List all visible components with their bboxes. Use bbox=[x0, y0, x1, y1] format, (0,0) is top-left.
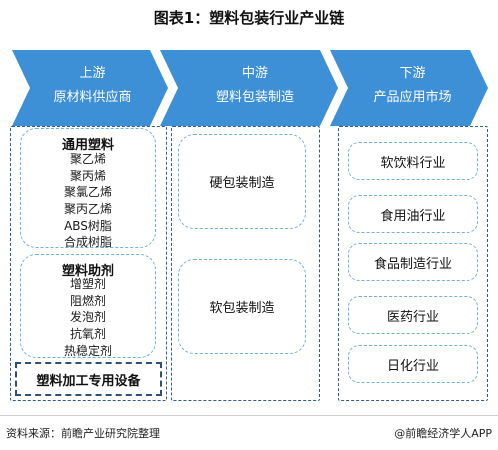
list-item: 增塑剂 bbox=[69, 277, 106, 291]
midstream-desc: 塑料包装制造 bbox=[215, 90, 294, 105]
upstream-desc: 原材料供应商 bbox=[53, 90, 132, 105]
plastic-additives-list: 增塑剂 阻燃剂 发泡剂 抗氧剂 热稳定剂 bbox=[21, 276, 155, 359]
downstream-desc: 产品应用市场 bbox=[373, 90, 452, 105]
list-item: 聚氯乙烯 bbox=[63, 185, 112, 200]
source-note: 资料来源：前瞻产业研究院整理 bbox=[6, 427, 160, 440]
upstream-stage-label: 上游 原材料供应商 bbox=[30, 62, 155, 110]
midstream-stage-label: 中游 塑料包装制造 bbox=[185, 62, 325, 110]
list-item: 聚乙烯 bbox=[69, 152, 106, 166]
list-item: 发泡剂 bbox=[69, 310, 106, 325]
brand-credit: @前瞻经济学人APP bbox=[394, 427, 492, 440]
list-item: 聚丙乙烯 bbox=[63, 202, 112, 217]
upstream-arrow bbox=[12, 50, 168, 126]
general-plastics-title: 通用塑料 bbox=[61, 138, 114, 153]
soft-drink-industry: 软饮料行业 bbox=[348, 142, 478, 180]
list-item: 抗氧剂 bbox=[69, 327, 106, 342]
plastic-additives-group: 塑料助剂 增塑剂 阻燃剂 发泡剂 抗氧剂 热稳定剂 bbox=[20, 254, 156, 358]
downstream-name: 下游 bbox=[399, 66, 426, 81]
stage-arrows bbox=[12, 50, 488, 126]
downstream-stage-label: 下游 产品应用市场 bbox=[350, 62, 475, 110]
midstream-arrow bbox=[160, 50, 338, 126]
downstream-arrow bbox=[330, 50, 488, 126]
midstream-name: 中游 bbox=[241, 66, 268, 81]
plastic-additives-title: 塑料助剂 bbox=[61, 264, 114, 279]
list-item: ABS树脂 bbox=[64, 218, 112, 233]
food-manufacturing-industry: 食品制造行业 bbox=[348, 243, 478, 281]
chart-title: 图表1：塑料包装行业产业链 bbox=[153, 9, 345, 27]
pharmaceutical-industry: 医药行业 bbox=[348, 296, 478, 334]
edible-oil-industry: 食用油行业 bbox=[348, 195, 478, 233]
footer-divider bbox=[0, 415, 498, 416]
list-item: 合成树脂 bbox=[63, 235, 112, 250]
list-item: 阻燃剂 bbox=[69, 293, 106, 308]
downstream-column bbox=[338, 126, 488, 401]
upstream-name: 上游 bbox=[79, 66, 106, 81]
list-item: 热稳定剂 bbox=[63, 343, 112, 358]
flexible-packaging-box: 软包装制造 bbox=[178, 259, 306, 354]
midstream-column bbox=[171, 126, 320, 401]
general-plastics-list: 聚乙烯 聚丙烯 聚氯乙烯 聚丙乙烯 ABS树脂 合成树脂 bbox=[21, 151, 155, 251]
upstream-column bbox=[10, 126, 167, 401]
list-item: 聚丙烯 bbox=[69, 168, 106, 183]
daily-chemical-industry: 日化行业 bbox=[348, 345, 478, 383]
rigid-packaging-box: 硬包装制造 bbox=[178, 134, 306, 229]
general-plastics-group: 通用塑料 聚乙烯 聚丙烯 聚氯乙烯 聚丙乙烯 ABS树脂 合成树脂 bbox=[20, 128, 156, 251]
processing-equipment: 塑料加工专用设备 bbox=[15, 362, 162, 396]
